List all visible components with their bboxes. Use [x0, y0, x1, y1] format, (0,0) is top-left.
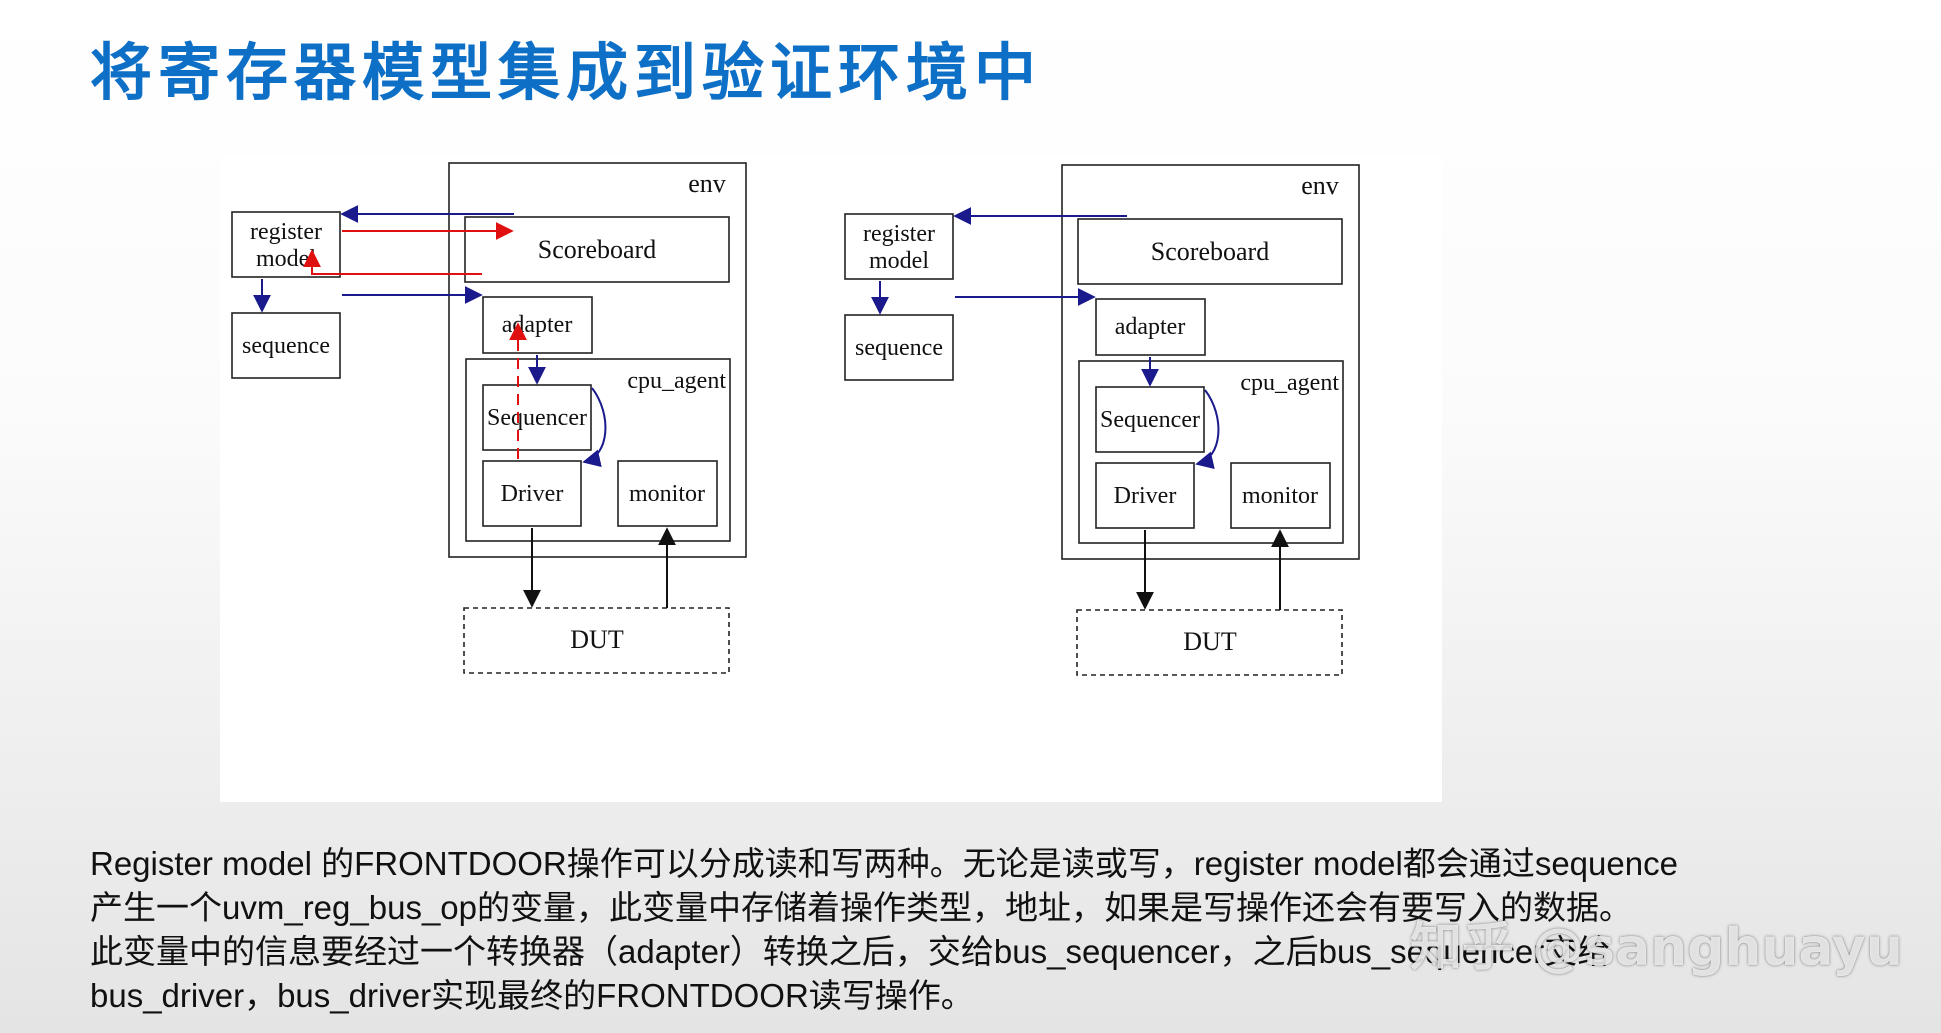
driver-label: Driver	[1114, 483, 1177, 509]
monitor-box	[617, 460, 718, 527]
sequencer-box	[1095, 386, 1205, 453]
register-model-label-line2: model	[256, 246, 316, 272]
adapter-label: adapter	[502, 312, 573, 338]
driver-box	[482, 460, 582, 527]
cpu-agent-label: cpu_agent	[627, 368, 726, 394]
arrow-sequencer-to-driver	[582, 387, 607, 468]
monitor-label: monitor	[629, 481, 705, 507]
monitor-box	[1230, 462, 1331, 529]
sequencer-label: Sequencer	[487, 405, 587, 431]
adapter-label: adapter	[1115, 314, 1186, 340]
caption-line-1: Register model 的FRONTDOOR操作可以分成读和写两种。无论是…	[90, 845, 1678, 882]
dut-box	[1076, 609, 1343, 676]
scoreboard-label: Scoreboard	[538, 235, 656, 264]
adapter-box	[482, 296, 593, 354]
uvm-diagram-figure: env Scoreboard register model sequence a…	[220, 156, 1442, 802]
watermark: 知乎 @sanghuayu	[1410, 918, 1903, 978]
env-label: env	[688, 169, 726, 198]
register-model-label-line1: register	[250, 219, 322, 245]
sequencer-box	[482, 384, 592, 451]
sequence-label: sequence	[242, 333, 330, 359]
diagram-right: env Scoreboard register model sequence a…	[844, 164, 1360, 676]
sequencer-label: Sequencer	[1100, 407, 1200, 433]
arrow-sequencer-to-driver	[1195, 389, 1220, 470]
diagram-left: env Scoreboard register model sequence a…	[231, 162, 747, 674]
monitor-label: monitor	[1242, 483, 1318, 509]
dut-box	[463, 607, 730, 674]
sequence-box	[231, 312, 341, 379]
env-label: env	[1301, 171, 1339, 200]
register-model-label-line1: register	[863, 221, 935, 247]
register-model-box	[844, 213, 954, 280]
scoreboard-label: Scoreboard	[1151, 237, 1269, 266]
driver-box	[1095, 462, 1195, 529]
arrow-red-adapter-to-regmodel	[303, 249, 482, 275]
dut-label: DUT	[1183, 627, 1237, 656]
page-title: 将寄存器模型集成到验证环境中	[90, 36, 1043, 109]
caption-text: Register model 的FRONTDOOR操作可以分成读和写两种。无论是…	[90, 842, 1910, 1018]
cpu-agent-label: cpu_agent	[1240, 370, 1339, 396]
register-model-label-line2: model	[869, 248, 929, 274]
caption-line-2: 产生一个uvm_reg_bus_op的变量，此变量中存储着操作类型，地址，如果是…	[90, 889, 1633, 926]
caption-line-4: bus_driver，bus_driver实现最终的FRONTDOOR读写操作。	[90, 977, 974, 1014]
caption-line-3: 此变量中的信息要经过一个转换器（adapter）转换之后，交给bus_seque…	[90, 933, 1611, 970]
dut-label: DUT	[570, 625, 624, 654]
driver-label: Driver	[501, 481, 564, 507]
sequence-label: sequence	[855, 335, 943, 361]
scoreboard-box	[1077, 218, 1343, 285]
register-model-box	[231, 211, 341, 278]
uvm-diagram-canvas: env Scoreboard register model sequence a…	[231, 162, 1360, 676]
sequence-box	[844, 314, 954, 381]
adapter-box	[1095, 298, 1206, 356]
